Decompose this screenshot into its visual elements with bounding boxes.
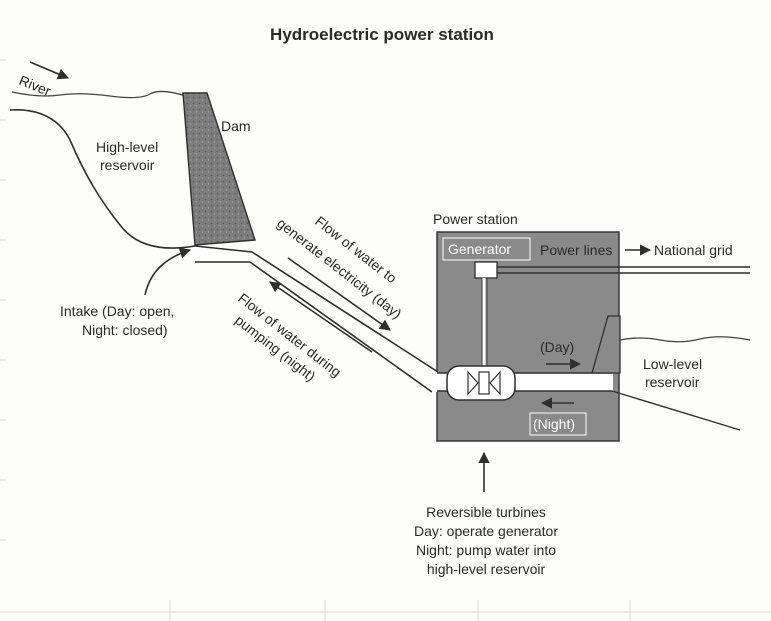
national-grid-label: National grid <box>654 242 733 258</box>
turbines-label-1: Reversible turbines <box>426 504 546 520</box>
reversible-turbine <box>446 365 516 401</box>
turbines-label-3: Night: pump water into <box>416 542 556 558</box>
power-station-label: Power station <box>433 211 518 227</box>
night-label: (Night) <box>533 416 575 432</box>
penstock-top <box>194 245 439 373</box>
low-reservoir-surface <box>619 336 751 343</box>
turbines-label-2: Day: operate generator <box>414 523 558 539</box>
diagram-title: Hydroelectric power station <box>270 25 494 44</box>
low-reservoir-wall <box>591 315 621 374</box>
power-station-building <box>436 231 620 442</box>
night-box <box>529 412 587 436</box>
intake-label-2: Night: closed) <box>82 322 168 338</box>
low-reservoir-label-1: Low-level <box>643 356 702 372</box>
low-reservoir-label-2: reservoir <box>645 374 700 390</box>
edge-ruler <box>0 59 771 621</box>
power-lines-label: Power lines <box>540 242 612 258</box>
dam-label: Dam <box>221 118 251 134</box>
high-reservoir-label-1: High-level <box>96 139 158 155</box>
turbines-label-4: high-level reservoir <box>427 561 546 577</box>
river-surface <box>11 90 187 99</box>
low-reservoir-bed <box>611 390 741 431</box>
reservoir-bank <box>9 109 196 249</box>
high-reservoir-label-2: reservoir <box>100 157 155 173</box>
flow-day-arrow <box>287 257 391 331</box>
generator-box <box>442 237 531 261</box>
intake-arrow <box>144 247 192 296</box>
dam <box>182 92 256 246</box>
generator-unit <box>474 261 498 279</box>
flow-night-arrow <box>269 281 373 353</box>
intake-label-1: Intake (Day: open, <box>60 303 174 319</box>
river-flow-arrow <box>29 61 70 80</box>
penstock-bottom <box>195 261 433 393</box>
generator-label: Generator <box>448 241 511 257</box>
day-label: (Day) <box>540 339 574 355</box>
